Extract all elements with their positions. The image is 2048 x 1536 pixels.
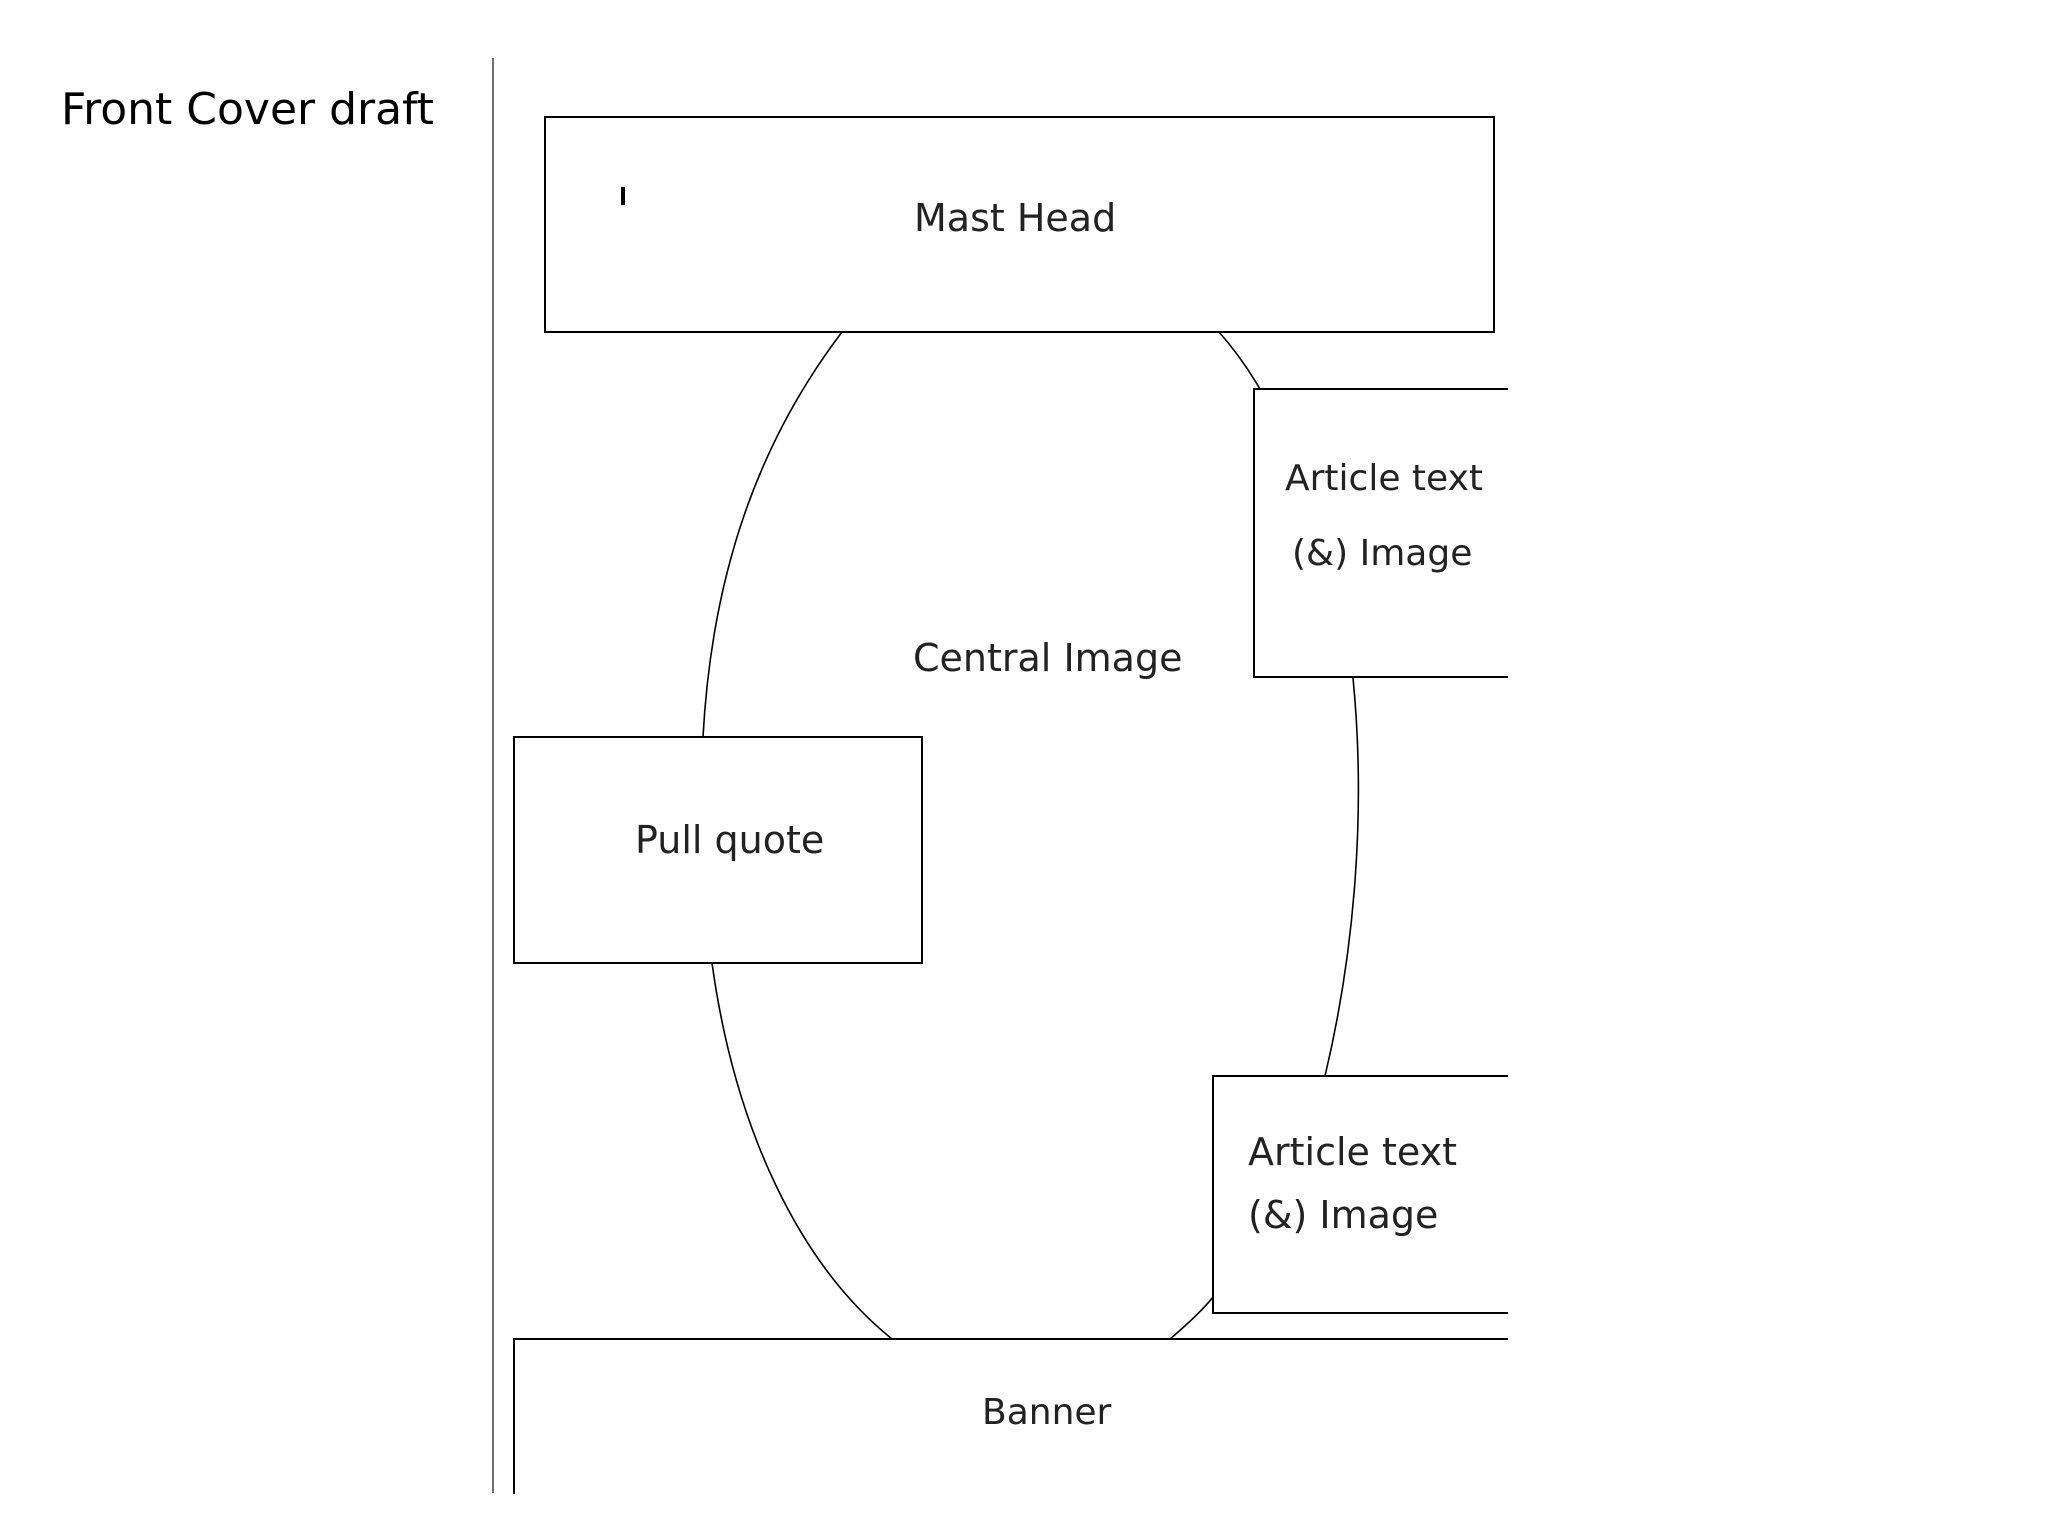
article-box-bottom: Article text (&) Image — [1212, 1075, 1508, 1314]
masthead-label: Mast Head — [914, 196, 1116, 240]
pull-quote-frame — [513, 736, 923, 964]
article-box-top-frame — [1253, 388, 1508, 678]
masthead-frame — [544, 116, 1495, 333]
ellipse-arc-right — [1324, 677, 1360, 1077]
article-top-label-line1: Article text — [1285, 458, 1483, 499]
article-bottom-label-line1: Article text — [1248, 1130, 1457, 1174]
article-top-label-line2: (&) Image — [1292, 533, 1472, 574]
ellipse-arc-lower-left — [711, 962, 893, 1340]
slide-title: Front Cover draft — [61, 84, 435, 135]
pull-quote-box: Pull quote — [513, 736, 923, 964]
article-box-top: Article text (&) Image — [1253, 388, 1508, 678]
vertical-divider — [492, 58, 494, 1493]
pull-quote-label: Pull quote — [635, 818, 824, 862]
banner-label: Banner — [982, 1392, 1112, 1433]
article-box-bottom-frame — [1212, 1075, 1508, 1314]
central-image-label: Central Image — [913, 636, 1182, 680]
central-image-outline — [702, 331, 1360, 1340]
banner-box: Banner — [513, 1338, 1508, 1494]
ellipse-arc-bottom-right — [1169, 1296, 1214, 1340]
banner-frame — [513, 1338, 1508, 1494]
masthead-box: Mast Head — [544, 116, 1495, 333]
ellipse-arc-upper-left — [702, 331, 843, 738]
ellipse-arc-upper-right — [1218, 331, 1261, 390]
article-bottom-label-line2: (&) Image — [1248, 1193, 1438, 1237]
